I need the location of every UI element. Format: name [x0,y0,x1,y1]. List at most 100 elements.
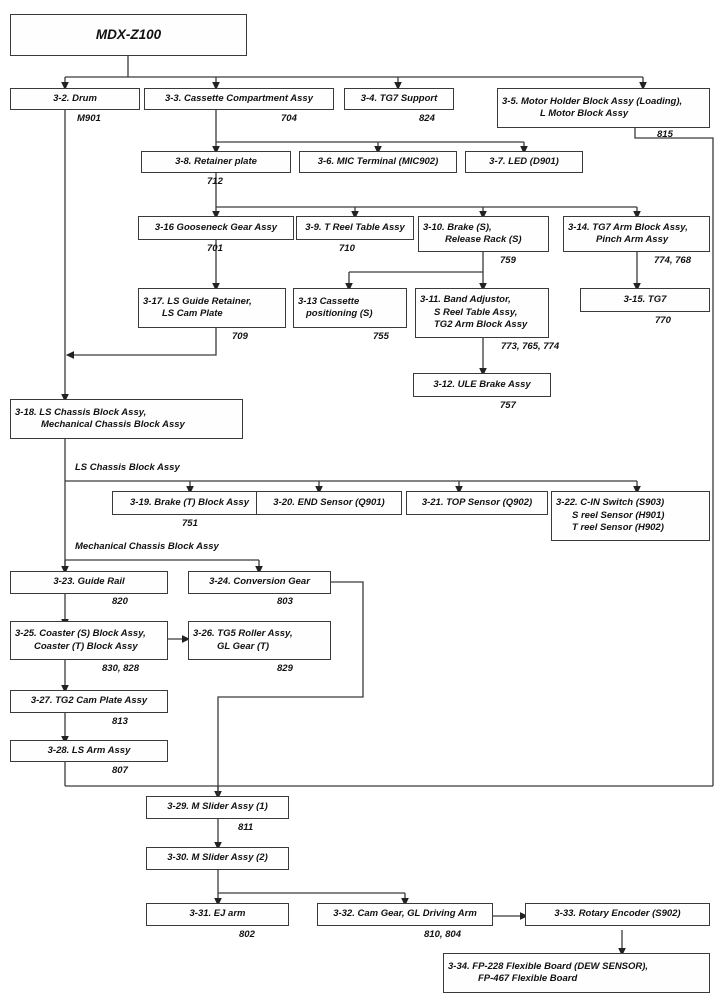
node-3-10-brake-s[interactable]: 3-10. Brake (S), Release Rack (S) [418,216,549,252]
node-3-8-retainer-plate[interactable]: 3-8. Retainer plate [141,151,291,173]
node-3-25-coaster-block-assy[interactable]: 3-25. Coaster (S) Block Assy, Coaster (T… [10,621,168,660]
node-label: 3-8. Retainer plate [175,155,257,167]
node-3-3-cassette-compartment-assy[interactable]: 3-3. Cassette Compartment Assy [144,88,334,110]
node-label: 3-9. T Reel Table Assy [305,221,405,233]
node-3-21-top-sensor[interactable]: 3-21. TOP Sensor (Q902) [406,491,548,515]
node-3-19-brake-t-block-assy[interactable]: 3-19. Brake (T) Block Assy [112,491,267,515]
node-3-27-tg2-cam-plate-assy[interactable]: 3-27. TG2 Cam Plate Assy [10,690,168,713]
node-3-30-m-slider-assy-2[interactable]: 3-30. M Slider Assy (2) [146,847,289,870]
node-label: 3-30. M Slider Assy (2) [167,852,268,864]
node-label-line2: L Motor Block Assy [540,108,629,119]
node-label: 3-11. Band Adjustor, [420,294,511,306]
node-label-line2: Release Rack (S) [445,234,522,245]
node-label: 3-22. C-IN Switch (S903) [556,497,665,509]
node-label: 3-28. LS Arm Assy [47,744,131,756]
part-number-3-31: 802 [239,929,255,940]
part-number-3-12: 757 [500,400,516,411]
node-label: 3-7. LED (D901) [489,155,559,167]
node-label-line2: Mechanical Chassis Block Assy [41,419,185,430]
node-3-22-c-in-switch[interactable]: 3-22. C-IN Switch (S903) S reel Sensor (… [551,491,710,541]
node-label: 3-21. TOP Sensor (Q902) [421,496,533,508]
node-3-12-ule-brake-assy[interactable]: 3-12. ULE Brake Assy [413,373,551,397]
part-number-3-17: 709 [232,331,248,342]
node-label: 3-17. LS Guide Retainer, [143,295,252,307]
node-label: 3-29. M Slider Assy (1) [167,801,268,813]
part-number-3-4: 824 [419,113,435,124]
node-3-9-t-reel-table-assy[interactable]: 3-9. T Reel Table Assy [296,216,414,240]
part-number-3-16: 701 [207,243,223,254]
node-3-7-led[interactable]: 3-7. LED (D901) [465,151,583,173]
node-3-11-band-adjustor[interactable]: 3-11. Band Adjustor, S Reel Table Assy, … [415,288,549,338]
node-3-16-gooseneck-gear-assy[interactable]: 3-16 Gooseneck Gear Assy [138,216,294,240]
node-3-34-fp-228-flexible-board[interactable]: 3-34. FP-228 Flexible Board (DEW SENSOR)… [443,953,710,993]
part-number-3-25: 830, 828 [102,663,139,674]
node-3-15-tg7[interactable]: 3-15. TG7 [580,288,710,312]
node-3-6-mic-terminal[interactable]: 3-6. MIC Terminal (MIC902) [299,151,457,173]
node-label-line2: Pinch Arm Assy [596,234,669,245]
node-3-31-ej-arm[interactable]: 3-31. EJ arm [146,903,289,926]
node-3-26-tg5-roller-assy[interactable]: 3-26. TG5 Roller Assy, GL Gear (T) [188,621,331,660]
part-number-3-5: 815 [657,129,673,140]
node-root-mdx-z100[interactable]: MDX-Z100 [10,14,247,56]
node-3-18-ls-chassis-block-assy[interactable]: 3-18. LS Chassis Block Assy, Mechanical … [10,399,243,439]
part-number-3-2: M901 [77,113,101,124]
part-number-3-8: 712 [207,176,223,187]
node-3-20-end-sensor[interactable]: 3-20. END Sensor (Q901) [256,491,402,515]
node-label: MDX-Z100 [95,26,162,42]
node-label-line2: LS Cam Plate [162,308,223,319]
node-label: 3-23. Guide Rail [53,576,125,588]
part-number-3-11: 773, 765, 774 [501,341,560,352]
node-label-line3: TG2 Arm Block Assy [434,319,528,331]
part-number-3-29: 811 [238,822,254,833]
node-3-5-motor-holder-block-assy[interactable]: 3-5. Motor Holder Block Assy (Loading), … [497,88,710,128]
node-label-line2: S Reel Table Assy, [434,306,518,318]
part-number-3-15: 770 [655,315,671,326]
part-number-3-3: 704 [281,113,297,124]
node-3-29-m-slider-assy-1[interactable]: 3-29. M Slider Assy (1) [146,796,289,819]
node-3-17-ls-guide-retainer[interactable]: 3-17. LS Guide Retainer, LS Cam Plate [138,288,286,328]
node-3-28-ls-arm-assy[interactable]: 3-28. LS Arm Assy [10,740,168,762]
node-3-33-rotary-encoder[interactable]: 3-33. Rotary Encoder (S902) [525,903,710,926]
part-number-3-27: 813 [112,716,128,727]
node-label: 3-16 Gooseneck Gear Assy [154,221,278,233]
edge-label-mechanical-chassis-block-assy: Mechanical Chassis Block Assy [75,541,219,552]
node-3-32-cam-gear-gl-driving-arm[interactable]: 3-32. Cam Gear, GL Driving Arm [317,903,493,926]
node-label: 3-14. TG7 Arm Block Assy, [568,221,688,233]
node-label-line2: S reel Sensor (H901) [572,509,665,521]
node-label: 3-20. END Sensor (Q901) [273,496,385,508]
node-3-2-drum[interactable]: 3-2. Drum [10,88,140,110]
node-label-line2: GL Gear (T) [217,640,270,652]
part-number-3-26: 829 [277,663,293,674]
node-label-line2: FP-467 Flexible Board [478,973,578,984]
node-label-line2: Coaster (T) Block Assy [34,640,138,652]
part-number-3-24: 803 [277,596,293,607]
node-3-4-tg7-support[interactable]: 3-4. TG7 Support [344,88,454,110]
node-label: 3-10. Brake (S), [423,221,492,233]
node-label: 3-24. Conversion Gear [209,576,310,588]
node-label: 3-3. Cassette Compartment Assy [164,92,313,104]
part-number-3-19: 751 [182,518,198,529]
node-label: 3-18. LS Chassis Block Assy, [15,406,147,418]
node-3-14-tg7-arm-block-assy[interactable]: 3-14. TG7 Arm Block Assy, Pinch Arm Assy [563,216,710,252]
node-label: 3-27. TG2 Cam Plate Assy [30,695,148,707]
node-label: 3-34. FP-228 Flexible Board (DEW SENSOR)… [448,960,649,972]
node-3-23-guide-rail[interactable]: 3-23. Guide Rail [10,571,168,594]
node-label: 3-25. Coaster (S) Block Assy, [15,628,146,639]
node-label: 3-4. TG7 Support [360,92,438,104]
edge-label-ls-chassis-block-assy: LS Chassis Block Assy [75,462,180,473]
node-label: 3-15. TG7 [623,293,667,305]
node-label: 3-33. Rotary Encoder (S902) [554,908,681,920]
part-number-3-9: 710 [339,243,355,254]
node-label: 3-6. MIC Terminal (MIC902) [317,155,439,167]
node-label: 3-32. Cam Gear, GL Driving Arm [333,908,477,920]
node-3-13-cassette-positioning[interactable]: 3-13 Cassette positioning (S) [293,288,407,328]
node-label: 3-13 Cassette [298,295,360,307]
node-3-24-conversion-gear[interactable]: 3-24. Conversion Gear [188,571,331,594]
node-label: 3-12. ULE Brake Assy [433,378,531,390]
node-label-line3: T reel Sensor (H902) [572,522,664,534]
node-label: 3-31. EJ arm [189,908,246,920]
part-number-3-14: 774, 768 [654,255,691,266]
node-label-line2: positioning (S) [306,308,373,319]
